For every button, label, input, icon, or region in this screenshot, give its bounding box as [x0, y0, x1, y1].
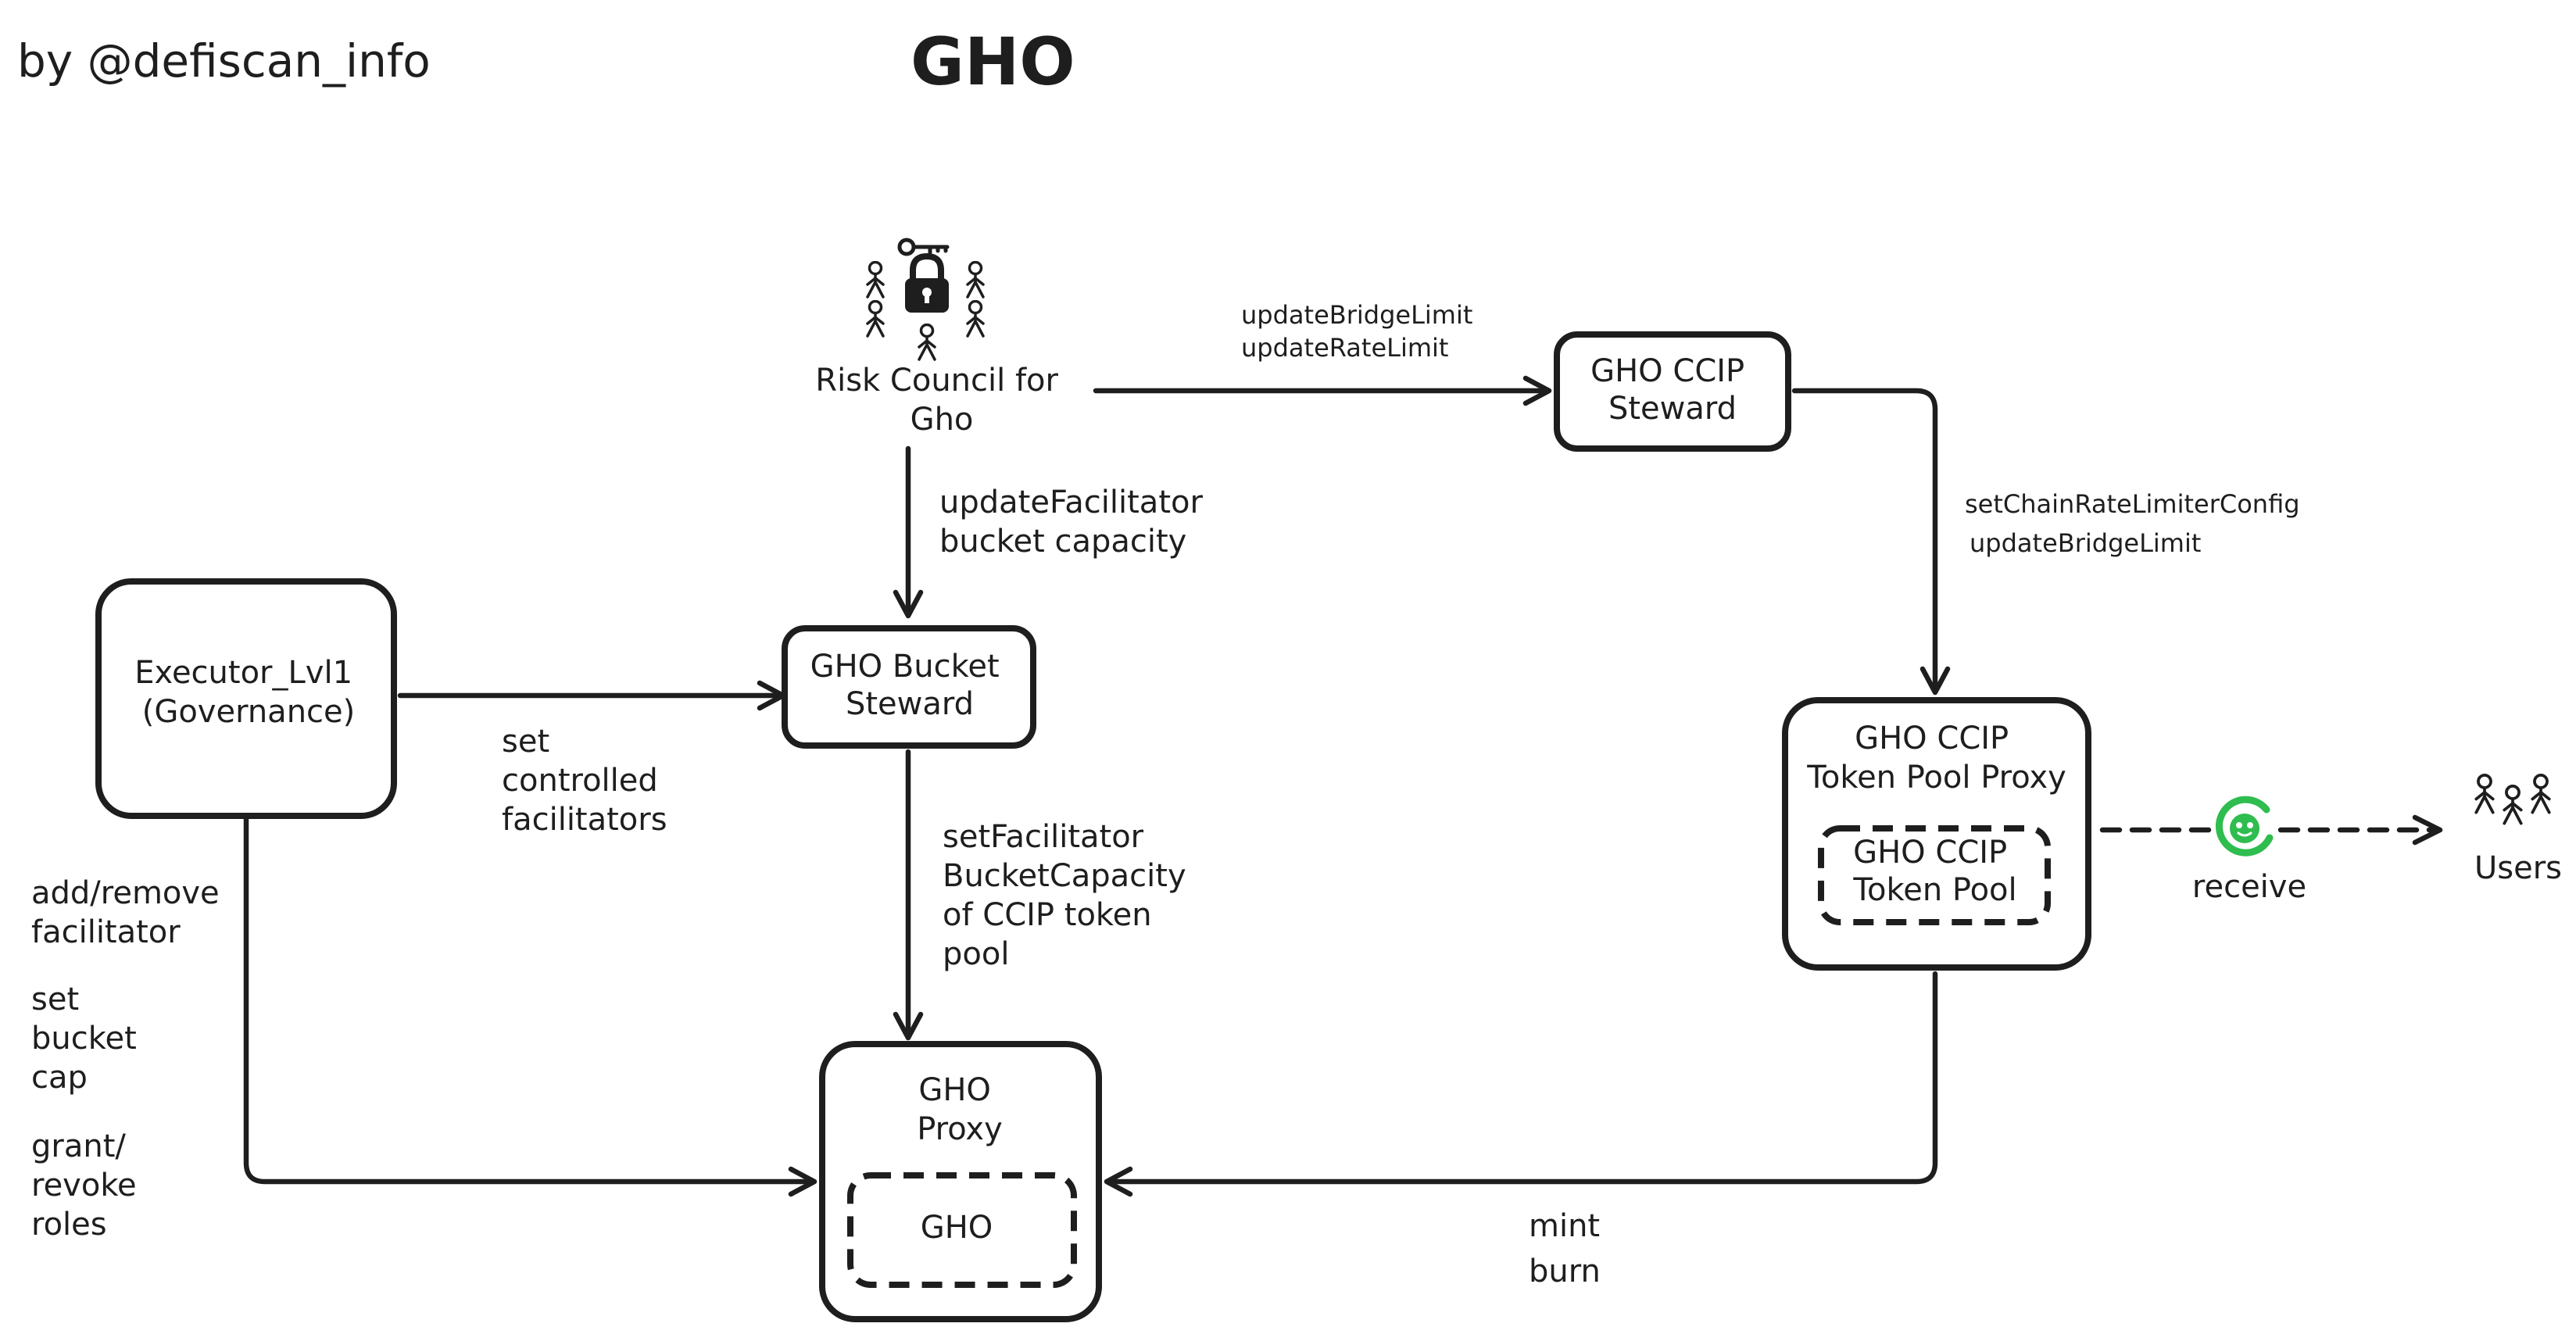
edge-council-to-bucket-steward — [893, 445, 924, 619]
gho-token-node[interactable]: GHO — [847, 1172, 1077, 1288]
executor-node[interactable]: Executor_Lvl1 (Governance) — [95, 578, 397, 819]
edge-bucket-steward-to-gho-proxy — [893, 749, 924, 1041]
multisig-lock-icon — [866, 238, 985, 361]
edge-label-ccip-steward-pool: setChainRateLimiterConfig updateBridgeLi… — [1965, 489, 2308, 558]
key-icon — [897, 238, 950, 256]
ccip-steward-label: GHO CCIP Steward — [1590, 353, 1755, 427]
diagram-title: GHO — [911, 23, 1075, 100]
person-icon — [918, 324, 936, 361]
person-icon — [866, 300, 885, 338]
token-pool-proxy-label: GHO CCIP Token Pool Proxy — [1806, 721, 2066, 796]
edge-label-executor-proxy: add/remove facilitator set bucket cap gr… — [31, 875, 229, 1243]
gho-proxy-label: GHO Proxy — [917, 1072, 1003, 1147]
edge-label-mint-burn: mint burn — [1529, 1208, 1610, 1289]
edge-executor-to-gho-proxy — [243, 816, 818, 1197]
bucket-steward-node[interactable]: GHO Bucket Steward — [782, 625, 1036, 749]
person-icon — [966, 300, 985, 338]
executor-label: Executor_Lvl1 (Governance) — [134, 655, 363, 730]
ccip-steward-node[interactable]: GHO CCIP Steward — [1554, 331, 1791, 452]
credit-text: by @defiscan_info — [17, 34, 431, 88]
receive-label: receive — [2192, 869, 2306, 905]
token-pool-proxy-node[interactable]: GHO CCIP Token Pool Proxy GHO CCIP Token… — [1782, 697, 2091, 971]
users-label: Users — [2474, 850, 2562, 886]
edge-label-council-ccip: updateBridgeLimit updateRateLimit — [1241, 300, 1481, 363]
edge-pool-proxy-to-gho-proxy — [1104, 971, 1938, 1197]
edge-label-executor-bucket: set controlled facilitators — [502, 724, 667, 838]
token-pool-node[interactable]: GHO CCIP Token Pool — [1818, 825, 2051, 925]
ccip-logo-icon — [2215, 796, 2274, 857]
edge-council-to-ccip-steward — [1093, 375, 1552, 406]
edge-label-bucket-proxy: setFacilitator BucketCapacity of CCIP to… — [943, 819, 1196, 972]
edge-ccip-steward-to-pool-proxy — [1791, 388, 1951, 696]
edge-executor-to-bucket-steward — [397, 680, 786, 711]
edge-label-council-bucket: updateFacilitator bucket capacity — [939, 485, 1213, 560]
person-icon — [966, 261, 985, 299]
person-icon — [866, 261, 885, 299]
bucket-steward-label: GHO Bucket Steward — [810, 649, 1010, 722]
gho-proxy-node[interactable]: GHO Proxy GHO — [819, 1041, 1102, 1322]
gho-token-label: GHO — [921, 1210, 993, 1246]
risk-council-label: Risk Council for Gho — [815, 363, 1068, 438]
token-pool-label: GHO CCIP Token Pool — [1852, 835, 2017, 908]
users-icon — [2474, 774, 2551, 825]
